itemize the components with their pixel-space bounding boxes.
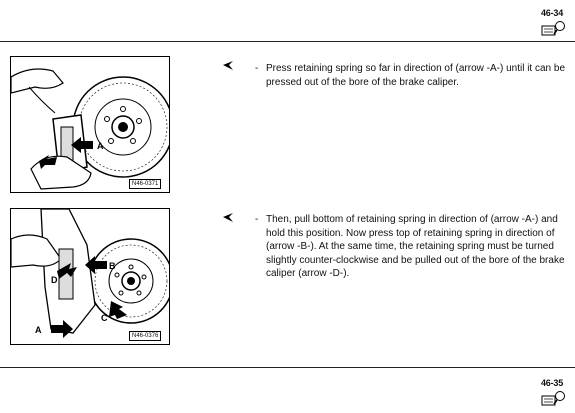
figure-2-ref: N46-0376 <box>129 331 162 341</box>
step-2-text: Then, pull bottom of retaining spring in… <box>266 214 565 279</box>
step-1: - Press retaining spring so far in direc… <box>255 62 565 89</box>
pointer-arrow-icon <box>223 213 233 222</box>
page-number-bottom: 46-35 <box>541 378 564 388</box>
figure-2-label-d: D <box>51 275 58 285</box>
figure-1-label-a: A <box>97 141 104 151</box>
figure-2-label-b: B <box>109 261 116 271</box>
page-number-top: 46-34 <box>541 8 564 18</box>
figure-1-ref: N46-0371 <box>129 179 162 189</box>
figure-2: B D C A N46-0376 <box>10 208 170 345</box>
pointer-arrow-icon <box>223 61 233 70</box>
footer-rule <box>0 367 575 368</box>
book-magnifier-icon <box>541 391 565 406</box>
step-1-text: Press retaining spring so far in directi… <box>266 63 566 88</box>
figure-2-label-a: A <box>35 325 42 335</box>
step-2: - Then, pull bottom of retaining spring … <box>255 213 565 281</box>
book-magnifier-icon <box>541 21 565 36</box>
step-1-dash: - <box>255 63 259 74</box>
figure-2-label-c: C <box>101 313 108 323</box>
header-rule <box>0 41 575 42</box>
figure-1: A N46-0371 <box>10 56 170 193</box>
step-2-dash: - <box>255 214 259 225</box>
